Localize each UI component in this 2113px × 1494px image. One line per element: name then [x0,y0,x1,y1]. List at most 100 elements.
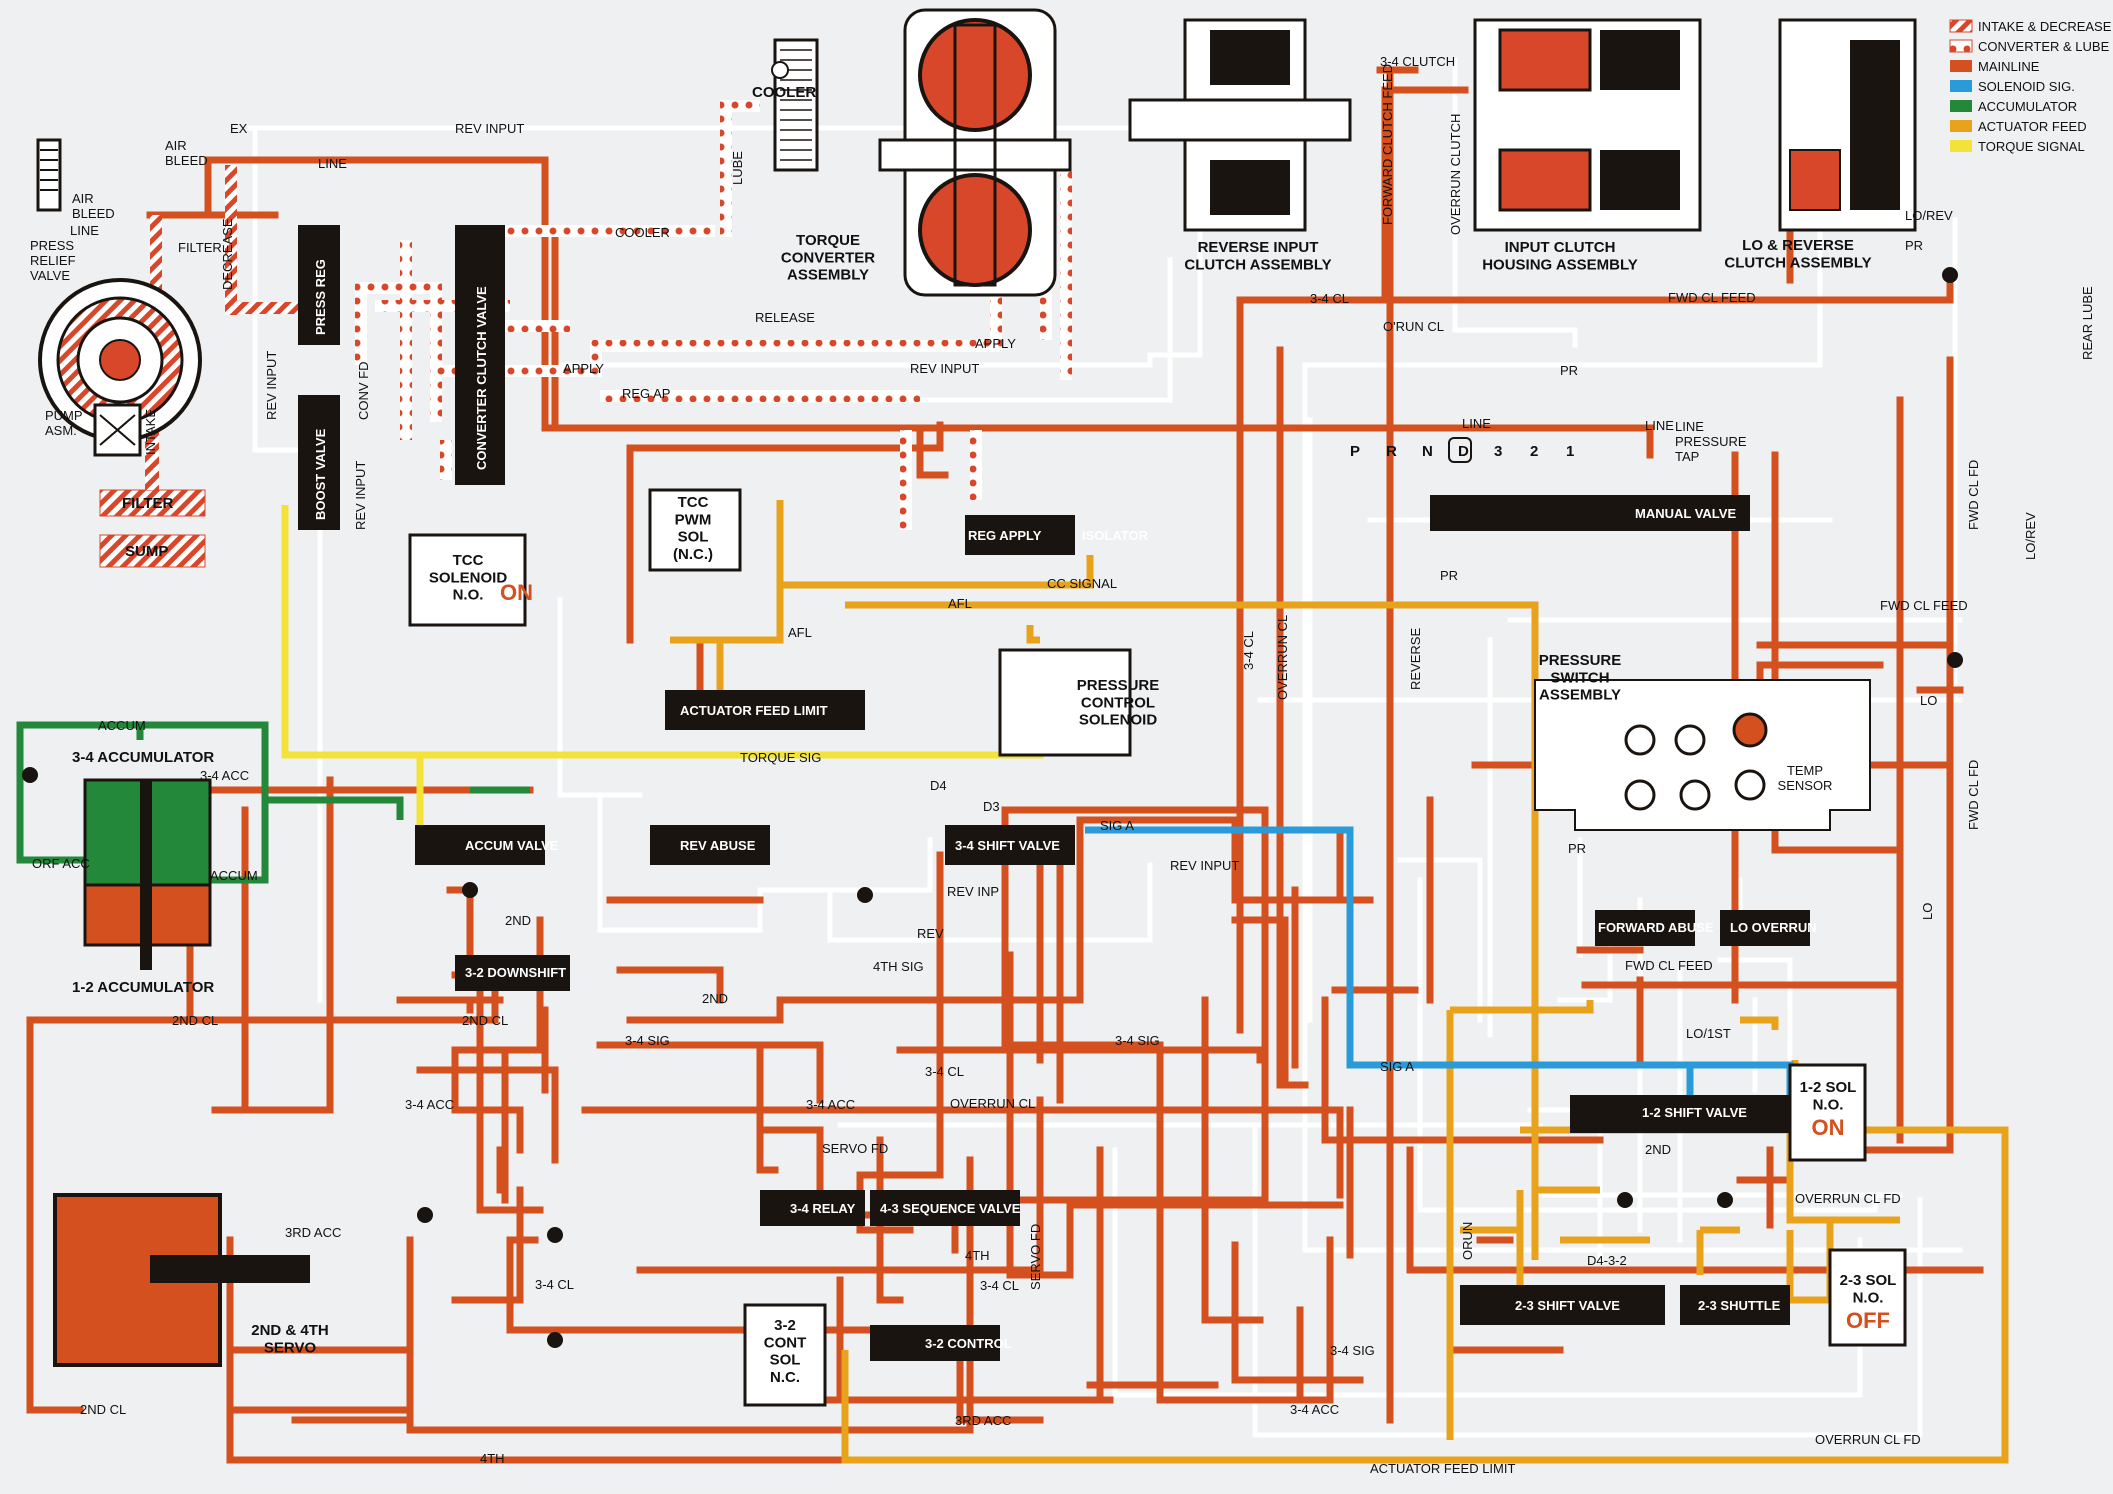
text-line: REVERSE INPUT [1198,239,1319,256]
reg-ap-label: REG AP [622,386,670,401]
reverse-input-clutch-assembly [1128,18,1352,232]
text-line: TEMP [1787,763,1823,778]
cc-signal-label: CC SIGNAL [1047,576,1117,591]
gear-position-d: D [1458,443,1469,460]
orf-acc-label: ORF ACC [32,856,90,871]
text-line: CLUTCH ASSEMBLY [1184,256,1331,273]
filter-box-label: FILTER [122,495,174,512]
text-line: ASM. [45,423,77,438]
text-line: HOUSING ASSEMBLY [1482,256,1638,273]
text-line: 3-2 [774,1317,796,1334]
legend: INTAKE & DECREASE CONVERTER & LUBE MAINL… [1949,19,2112,154]
acc-34-4-label: 3-4 ACC [1290,1402,1339,1417]
torque-converter-assembly [878,8,1072,297]
accum-12-title: 1-2 ACCUMULATOR [72,979,214,996]
pump-assembly [38,278,202,457]
rev-input-right-label: REV INPUT [1170,858,1239,873]
shuttle-23-label: 2-3 SHUTTLE [1698,1298,1781,1313]
cl-34-label: 3-4 CL [925,1064,964,1079]
cl-2nd-label: 2ND CL [172,1013,218,1028]
text-line: SOL [678,529,709,546]
cl-34-bottom-label: 3-4 CL [980,1278,1019,1293]
fwd-cl-feed-label: FWD CL FEED [1668,290,1756,305]
lo-reverse-clutch-assembly [1778,18,1917,232]
pressure-switch-body [1534,679,1871,831]
accum-valve-label: ACCUM VALVE [465,838,559,853]
gear-position-2: 2 [1530,443,1538,460]
apply-label: APPLY [563,361,604,376]
orun-label: ORUN [1460,1222,1475,1260]
gear-position-1: 1 [1566,443,1574,460]
text-line: N.C. [770,1369,800,1386]
sig-34-3-label: 3-4 SIG [1330,1343,1375,1358]
d3-label: D3 [983,799,1000,814]
reg-apply-label: REG APPLY [968,528,1042,543]
cl-34-left-label: 3-4 CL [535,1277,574,1292]
text-line: (N.C.) [673,546,713,563]
servo-body [53,1193,310,1367]
lo-2-label: LO [1920,903,1935,920]
pr-label: PR [1905,238,1923,253]
press-reg-label: PRESS REG [313,259,328,335]
rear-lube-label: REAR LUBE [2080,286,2095,360]
press-relief-valve [36,138,62,212]
gear-position-n: N [1422,443,1433,460]
decrease-label: DECREASE [220,218,235,290]
text-line: INPUT CLUTCH [1505,239,1616,256]
text-line: LINE [1675,419,1704,434]
text-line: RELIEF [30,253,76,268]
text-line: SOL [770,1352,801,1369]
accum-2-label: ACCUM [210,868,258,883]
cooler-assembly [771,38,819,172]
fwd-cl-feed-2-label: FWD CL FEED [1880,598,1968,613]
forward-clutch-feed-label: FORWARD CLUTCH FEED [1380,64,1395,225]
rev-input-mid2-label: REV INPUT [910,361,979,376]
cl-34-top-label: 3-4 CLUTCH [1380,54,1455,69]
gear-position-3: 3 [1494,443,1502,460]
overrun-cl-label: OVERRUN CL [950,1096,1035,1111]
legend-intake: INTAKE & DECREASE [1978,19,2112,34]
boost-valve-label: BOOST VALVE [313,428,328,520]
afl-2-label: AFL [948,596,972,611]
text-line: TCC [678,494,709,511]
line-manual-label: LINE [1645,418,1674,433]
tcc-state: ON [500,580,533,605]
text-line: SOLENOID [429,569,508,586]
text-line: 2-3 SOL [1840,1272,1897,1289]
acc-34-2-label: 3-4 ACC [405,1097,454,1112]
rev-inp-label: REV INP [947,884,999,899]
legend-accumulator: ACCUMULATOR [1978,99,2077,114]
acc-3rd-label: 3RD ACC [285,1225,341,1240]
overrun-cl-v-label: OVERRUN CL [1275,615,1290,700]
lube-label: LUBE [730,151,745,185]
overrun-cl-fd-label: OVERRUN CL FD [1795,1191,1901,1206]
servo-fd-v-label: SERVO FD [1028,1224,1043,1290]
actuator-feed-limit-label: ACTUATOR FEED LIMIT [680,703,828,718]
shift-23-label: 2-3 SHIFT VALVE [1515,1298,1620,1313]
text-line: VALVE [30,268,70,283]
text-line: LO & REVERSE [1742,237,1854,254]
nd2-2-label: 2ND [702,991,728,1006]
nd2-3-label: 2ND [1645,1142,1671,1157]
cooler-line-label: COOLER [615,225,670,240]
cl-2nd-3-label: 2ND CL [80,1402,126,1417]
text-line: PRESSURE [1539,652,1622,669]
lo-rev-2-label: LO/REV [2023,512,2038,560]
text-line: CONT [764,1334,807,1351]
text-line: 1-2 SOL [1800,1079,1857,1096]
text-line: PRESS [30,238,74,253]
text-line: TORQUE [796,232,860,249]
text-line: N.O. [1813,1096,1844,1113]
cl-34-v-label: 3-4 CL [1241,631,1256,670]
